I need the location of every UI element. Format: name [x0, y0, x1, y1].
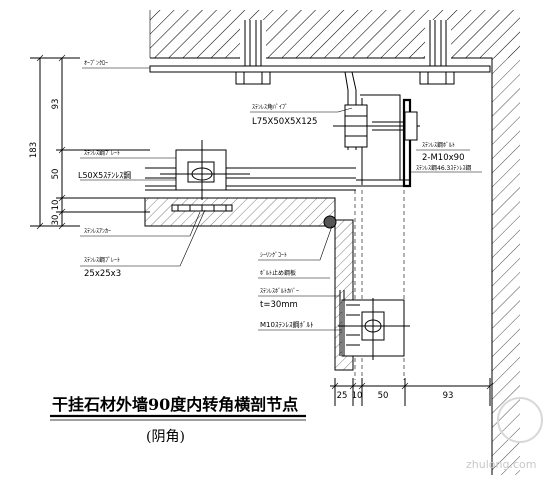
stone-panel-horizontal — [144, 197, 336, 227]
dim-93: 93 — [51, 99, 61, 110]
drawing-title: 干挂石材外墙90度内转角横剖节点 — [52, 395, 298, 414]
label-steel-plate-2: ｽﾃﾝﾚｽ鋼ﾌﾟﾚｰﾄ — [84, 256, 120, 264]
dim-30: 30 — [51, 215, 61, 226]
bottom-dimension: 25 10 50 93 — [330, 378, 494, 406]
annotations: ｵｰﾌﾟﾝｸﾛｰ ｽﾃﾝﾚｽ角ﾊﾟｲﾌﾟ L75X50X5X125 ｽﾃﾝﾚｽ鋼… — [78, 60, 482, 331]
dim-bottom-25: 25 — [337, 391, 348, 401]
dim-bottom-50: 50 — [378, 391, 389, 401]
label-l75: L75X50X5X125 — [252, 117, 317, 127]
dim-bottom-10: 10 — [352, 391, 363, 401]
left-dimension: 183 93 50 10 30 — [29, 54, 150, 230]
label-steel-bolt: ｽﾃﾝﾚｽ鋼ﾎﾞﾙﾄ — [422, 141, 455, 149]
dim-total-183: 183 — [29, 142, 39, 158]
label-pipe: ｽﾃﾝﾚｽ角ﾊﾟｲﾌﾟ — [252, 103, 288, 111]
sealant-corner — [323, 215, 337, 229]
label-steel-46: ｽﾃﾝﾚｽ鋼46.3ｽﾃﾝﾚｽ鋼 — [416, 164, 471, 172]
drawing-subtitle: (阴角) — [146, 429, 185, 445]
panel-anchor-horizontal — [171, 204, 233, 212]
slab-anchor-bolts — [240, 20, 451, 70]
label-m10-bolt: M10ｽﾃﾝﾚｽ鋼ﾎﾞﾙﾄ — [260, 320, 313, 329]
angle-l50-member — [145, 140, 356, 200]
dim-bottom-93: 93 — [443, 391, 454, 401]
label-25x25: 25x25x3 — [84, 269, 121, 279]
watermark-text: zhulong.com — [466, 458, 536, 471]
dim-50: 50 — [51, 169, 61, 180]
label-l50: L50X5ｽﾃﾝﾚｽ鋼 — [78, 170, 131, 180]
top-steel-channel — [149, 65, 491, 150]
label-open-claw: ｵｰﾌﾟﾝｸﾛｰ — [84, 60, 108, 67]
label-t30: t=30mm — [260, 300, 298, 310]
label-bolt-cover: ｽﾃﾝﾚｽﾎﾞﾙﾄｶﾊﾞｰ — [260, 288, 299, 295]
concrete-structure — [149, 10, 520, 475]
label-bolt-plate: ﾎﾞﾙﾄ止め鋼板 — [260, 269, 296, 277]
label-2m10: 2-M10x90 — [422, 153, 464, 163]
watermark: zhulong.com — [466, 397, 543, 471]
dim-10: 10 — [51, 200, 61, 211]
panel-anchor-vertical — [338, 290, 410, 360]
label-sealing: ｼｰﾘﾝｸﾞｺｰﾄ — [260, 252, 287, 259]
center-lines — [354, 190, 405, 380]
label-steel-plate: ｽﾃﾝﾚｽ鋼ﾌﾟﾚｰﾄ — [84, 149, 120, 157]
title-block: 干挂石材外墙90度内转角横剖节点 (阴角) — [50, 395, 306, 445]
label-anchor: ｽﾃﾝﾚｽｱﾝｶｰ — [84, 228, 111, 235]
angle-bracket-l75 — [333, 94, 420, 188]
